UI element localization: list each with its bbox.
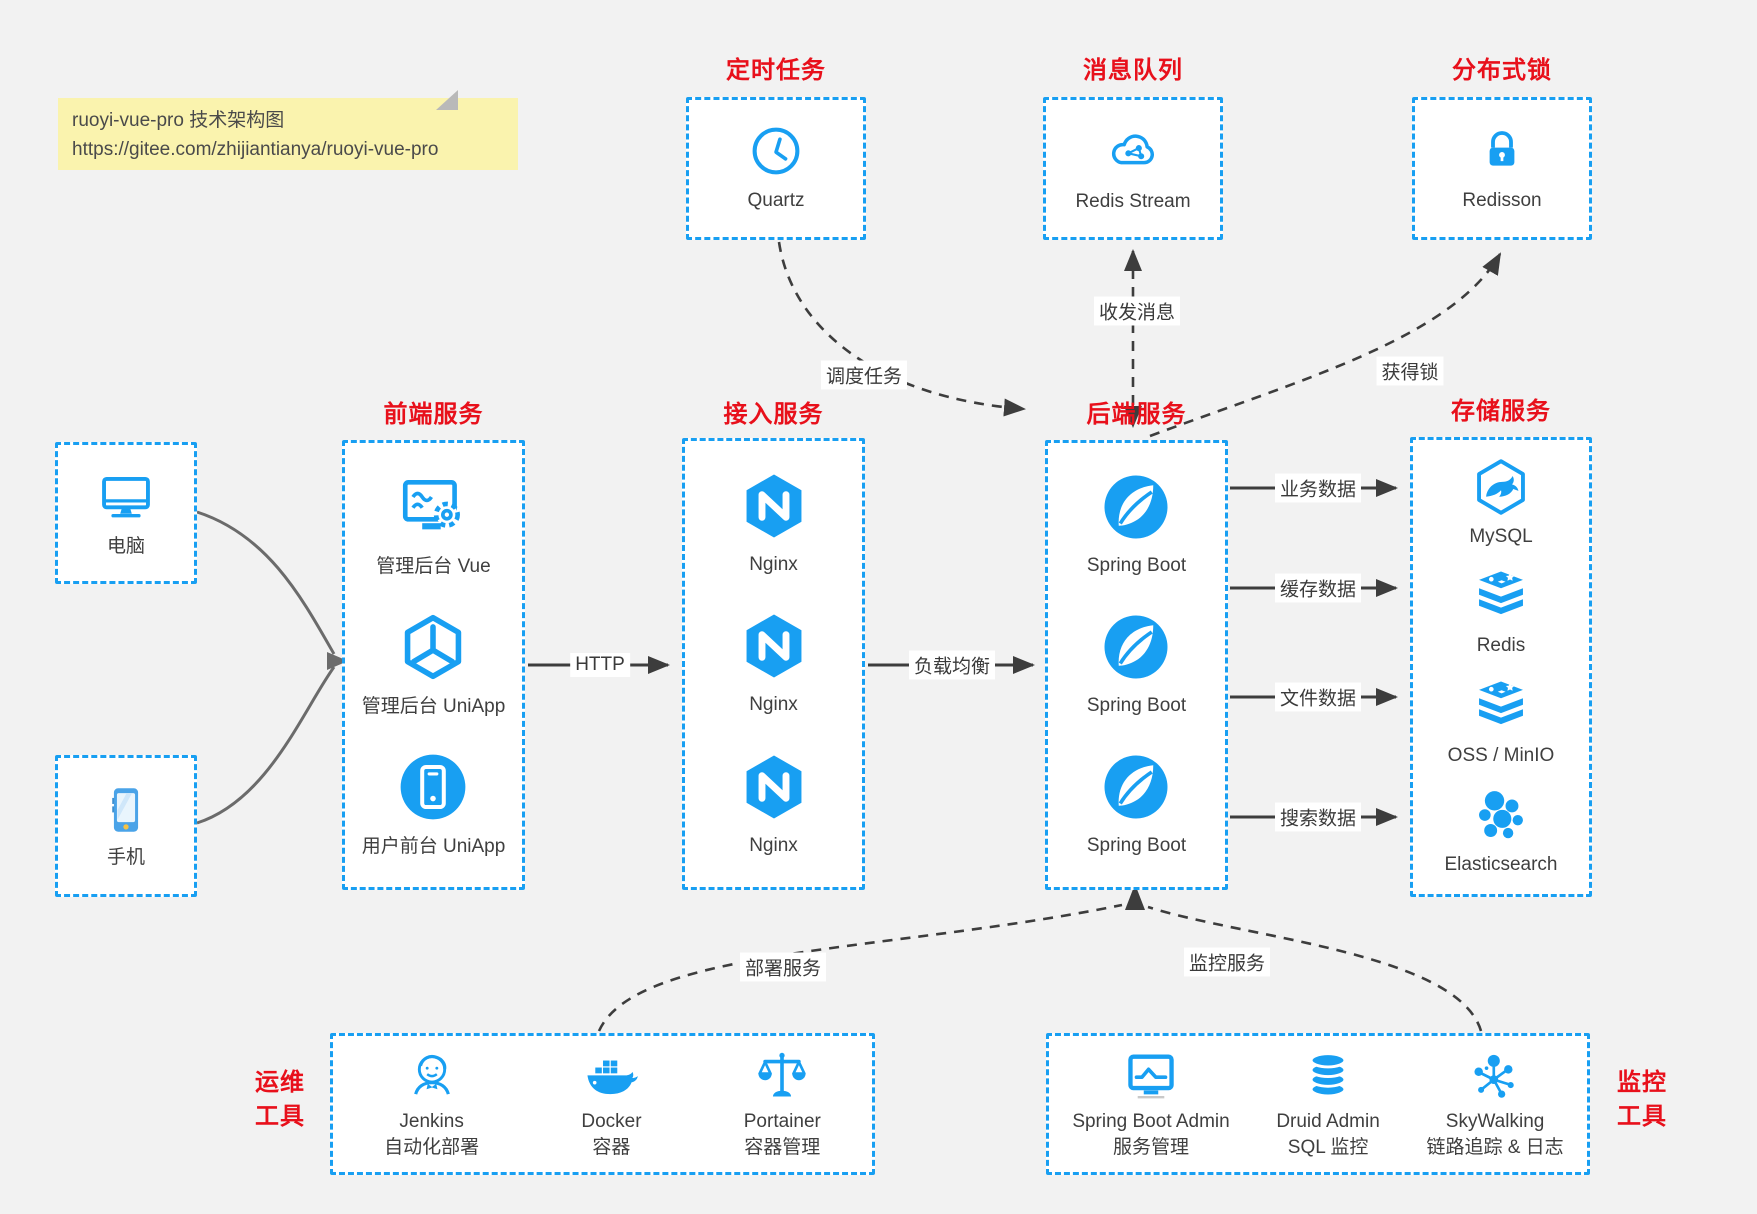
group-box-frontend: 管理后台 Vue 管理后台 UniApp 用户前台 UniApp	[342, 440, 525, 890]
edge-computer-to-frontend	[196, 510, 348, 825]
note-url: https://gitee.com/zhijiantianya/ruoyi-vu…	[72, 138, 439, 160]
edge-label-http: HTTP	[570, 653, 630, 677]
node-spring-boot-admin: Spring Boot Admin 服务管理	[1072, 1047, 1230, 1160]
node-nginx-1: Nginx	[738, 470, 810, 578]
admin-dashboard-icon	[396, 470, 470, 544]
group-title-ops: 运维 工具	[255, 1069, 305, 1130]
group-title-backend: 后端服务	[1086, 401, 1187, 428]
group-title-mq: 消息队列	[1083, 57, 1183, 84]
oss-minio-icon	[1470, 675, 1532, 737]
node-quartz: Quartz	[747, 124, 805, 214]
skywalking-icon	[1466, 1047, 1524, 1105]
node-jenkins: Jenkins 自动化部署	[384, 1047, 479, 1160]
node-computer: 电脑	[95, 466, 157, 560]
redis-stream-cloud-icon	[1105, 123, 1161, 179]
uniapp-cube-icon	[396, 610, 470, 684]
edge-label-send-receive-message: 收发消息	[1093, 296, 1181, 326]
group-title-monitoring: 监控 工具	[1617, 1069, 1667, 1130]
node-user-uniapp: 用户前台 UniApp	[362, 750, 505, 860]
edge-label-cache-data: 缓存数据	[1274, 573, 1362, 603]
nginx-icon	[738, 610, 810, 682]
edge-label-acquire-lock: 获得锁	[1376, 356, 1444, 386]
note-title: ruoyi-vue-pro 技术架构图	[72, 110, 285, 131]
group-box-lock: Redisson	[1412, 97, 1592, 240]
node-redisson: Redisson	[1462, 124, 1542, 214]
node-redis-stream: Redis Stream	[1075, 123, 1191, 215]
group-box-scheduler: Quartz	[686, 97, 866, 240]
spring-boot-icon	[1100, 611, 1172, 683]
spring-boot-icon	[1100, 751, 1172, 823]
nginx-icon	[738, 470, 810, 542]
node-skywalking: SkyWalking 链路追踪 & 日志	[1426, 1047, 1564, 1160]
mysql-icon	[1470, 456, 1532, 518]
docker-icon	[582, 1047, 640, 1105]
padlock-icon	[1475, 124, 1529, 178]
spring-boot-icon	[1100, 471, 1172, 543]
group-title-scheduler: 定时任务	[726, 57, 826, 84]
node-elasticsearch: Elasticsearch	[1445, 784, 1558, 878]
edge-label-deploy-service: 部署服务	[739, 952, 827, 982]
node-admin-vue: 管理后台 Vue	[376, 470, 491, 580]
group-title-lock: 分布式锁	[1452, 57, 1552, 84]
group-box-backend: Spring Boot Spring Boot Spring Boot	[1045, 440, 1228, 890]
jenkins-icon	[403, 1047, 461, 1105]
node-nginx-3: Nginx	[738, 751, 810, 859]
edge-label-business-data: 业务数据	[1274, 473, 1362, 503]
druid-icon	[1299, 1047, 1357, 1105]
group-box-storage: MySQL Redis OSS / MinIO Elasticsearch	[1410, 437, 1592, 897]
group-title-frontend: 前端服务	[383, 401, 484, 428]
clock-icon	[749, 124, 803, 178]
edge-label-load-balance: 负载均衡	[908, 650, 996, 680]
elasticsearch-icon	[1470, 784, 1532, 846]
node-redis: Redis	[1470, 565, 1532, 659]
node-admin-uniapp: 管理后台 UniApp	[362, 610, 505, 720]
node-springboot-2: Spring Boot	[1087, 611, 1186, 719]
node-springboot-1: Spring Boot	[1087, 471, 1186, 579]
portainer-icon	[753, 1047, 811, 1105]
group-title-gateway: 接入服务	[723, 401, 824, 428]
node-springboot-3: Spring Boot	[1087, 751, 1186, 859]
edge-label-file-data: 文件数据	[1274, 682, 1362, 712]
group-box-ops: Jenkins 自动化部署 Docker 容器 Portainer 容器管理	[330, 1033, 875, 1175]
redis-icon	[1470, 565, 1532, 627]
smartphone-icon	[97, 781, 155, 839]
group-box-mq: Redis Stream	[1043, 97, 1223, 240]
edge-label-search-data: 搜索数据	[1274, 802, 1362, 832]
edge-deploy-monitor-arrows	[597, 884, 1483, 1032]
edge-label-monitor-service: 监控服务	[1183, 947, 1271, 977]
edge-label-schedule-job: 调度任务	[820, 360, 908, 390]
group-title-storage: 存储服务	[1451, 398, 1551, 425]
group-box-computer: 电脑	[55, 442, 197, 584]
sticky-note: ruoyi-vue-pro 技术架构图 https://gitee.com/zh…	[58, 90, 518, 170]
desktop-computer-icon	[95, 466, 157, 528]
group-box-gateway: Nginx Nginx Nginx	[682, 438, 865, 890]
node-phone: 手机	[97, 781, 155, 871]
spring-boot-admin-icon	[1122, 1047, 1180, 1105]
node-docker: Docker 容器	[581, 1047, 642, 1160]
node-portainer: Portainer 容器管理	[744, 1047, 821, 1160]
node-mysql: MySQL	[1469, 456, 1533, 550]
node-druid-admin: Druid Admin SQL 监控	[1276, 1047, 1380, 1160]
node-oss-minio: OSS / MinIO	[1448, 675, 1554, 769]
group-box-phone: 手机	[55, 755, 197, 897]
mobile-app-icon	[396, 750, 470, 824]
node-nginx-2: Nginx	[738, 610, 810, 718]
group-box-monitoring: Spring Boot Admin 服务管理 Druid Admin SQL 监…	[1046, 1033, 1590, 1175]
nginx-icon	[738, 751, 810, 823]
